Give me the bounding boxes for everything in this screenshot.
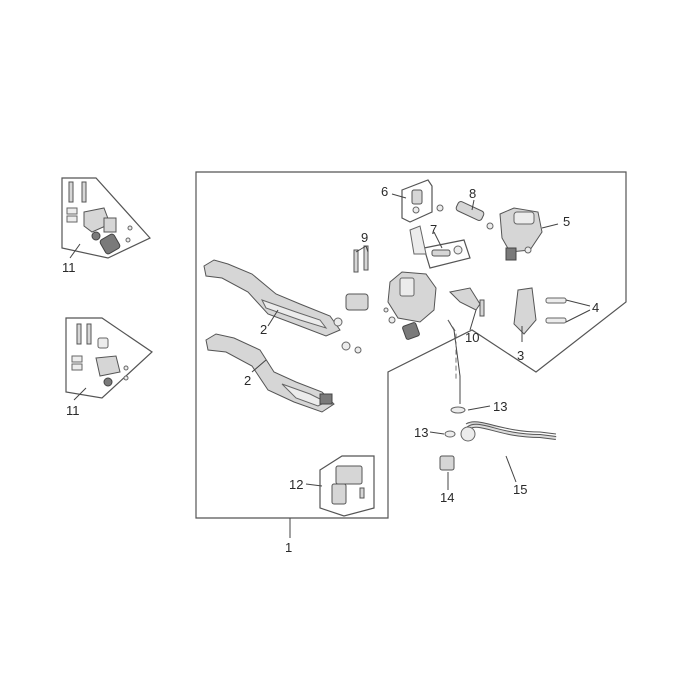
kit-box-upper [61, 177, 151, 259]
callout-11-upper: 11 [62, 260, 76, 275]
master-cylinder-body [383, 271, 437, 340]
switch-box [319, 455, 375, 517]
box6-parts [409, 189, 444, 255]
callout-14: 14 [440, 490, 454, 505]
kit-upper-parts [66, 181, 133, 255]
box7-parts [431, 245, 463, 257]
parts-box-7 [423, 239, 471, 269]
callout-7: 7 [430, 222, 437, 237]
callout-1: 1 [285, 540, 292, 555]
handlebar-clamp [513, 287, 567, 335]
reservoir [499, 207, 543, 261]
callout-8: 8 [469, 186, 476, 201]
callout-2-lower: 2 [244, 373, 251, 388]
callout-10: 10 [465, 330, 479, 345]
lever-upper [203, 259, 343, 337]
main-assembly-frame [195, 171, 627, 519]
callout-5: 5 [563, 214, 570, 229]
callout-11-lower: 11 [66, 403, 80, 418]
kit-box-lower [65, 317, 153, 399]
callout-13-right: 13 [493, 399, 507, 414]
callout-4: 4 [592, 300, 599, 315]
callout-2-upper: 2 [260, 322, 267, 337]
brake-switch [331, 465, 365, 505]
kit-lower-parts [71, 323, 129, 387]
callout-13-left: 13 [414, 425, 428, 440]
callout-15: 15 [513, 482, 527, 497]
parts-box-6 [401, 179, 433, 223]
brake-hose-assembly [439, 319, 557, 471]
lever-lower [205, 333, 335, 413]
callout-6: 6 [381, 184, 388, 199]
callout-12: 12 [289, 477, 303, 492]
callout-9: 9 [361, 230, 368, 245]
leader-lines [69, 193, 591, 538]
push-rod [448, 201, 494, 317]
callout-3: 3 [517, 348, 524, 363]
callouts: 1 2 2 3 4 5 6 7 8 9 10 11 11 12 13 13 14… [62, 184, 599, 555]
pivot-bracket [341, 245, 369, 354]
